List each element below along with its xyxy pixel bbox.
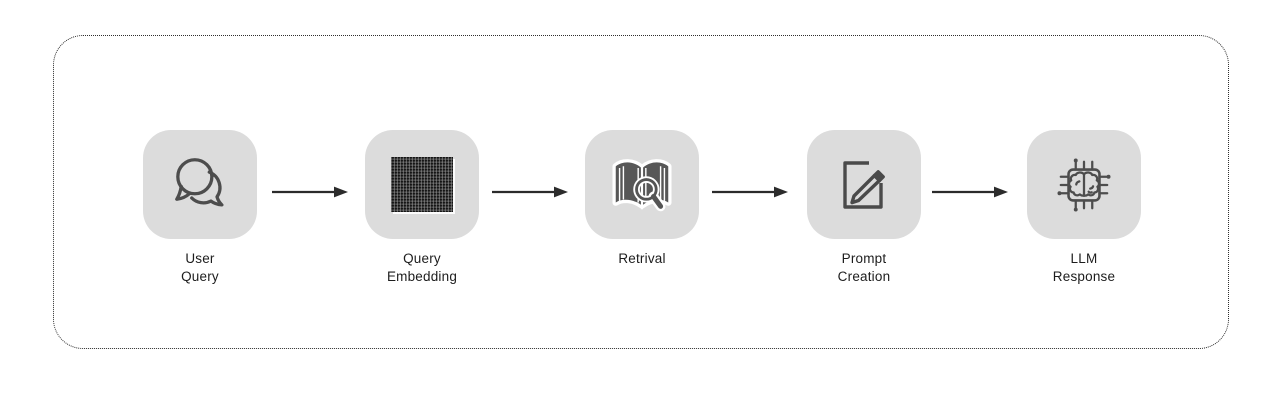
arrow-4 [932, 186, 1008, 198]
node-box [1027, 130, 1141, 239]
arrow-1 [272, 186, 348, 198]
chat-bubbles-icon [167, 152, 233, 218]
node-label: Retrival [618, 251, 666, 266]
edit-document-icon [832, 153, 896, 217]
node-label: LLM Response [1052, 251, 1116, 284]
node-box [585, 130, 699, 239]
node-box [143, 130, 257, 239]
dotted-border-frame [53, 35, 1229, 349]
arrow-3 [712, 186, 788, 198]
node-llm-response: LLM Response [1004, 130, 1164, 286]
node-box [365, 130, 479, 239]
node-retrival: Retrival [562, 130, 722, 268]
node-label: Prompt Creation [837, 251, 891, 284]
node-label: User Query [181, 251, 219, 284]
node-box [807, 130, 921, 239]
node-user-query: User Query [120, 130, 280, 286]
node-query-embedding: Query Embedding [342, 130, 502, 286]
node-label: Query Embedding [386, 251, 458, 284]
embedding-matrix-icon [391, 157, 453, 212]
chip-brain-icon [1051, 152, 1117, 218]
arrow-2 [492, 186, 568, 198]
node-prompt-creation: Prompt Creation [784, 130, 944, 286]
book-search-icon [607, 150, 677, 220]
